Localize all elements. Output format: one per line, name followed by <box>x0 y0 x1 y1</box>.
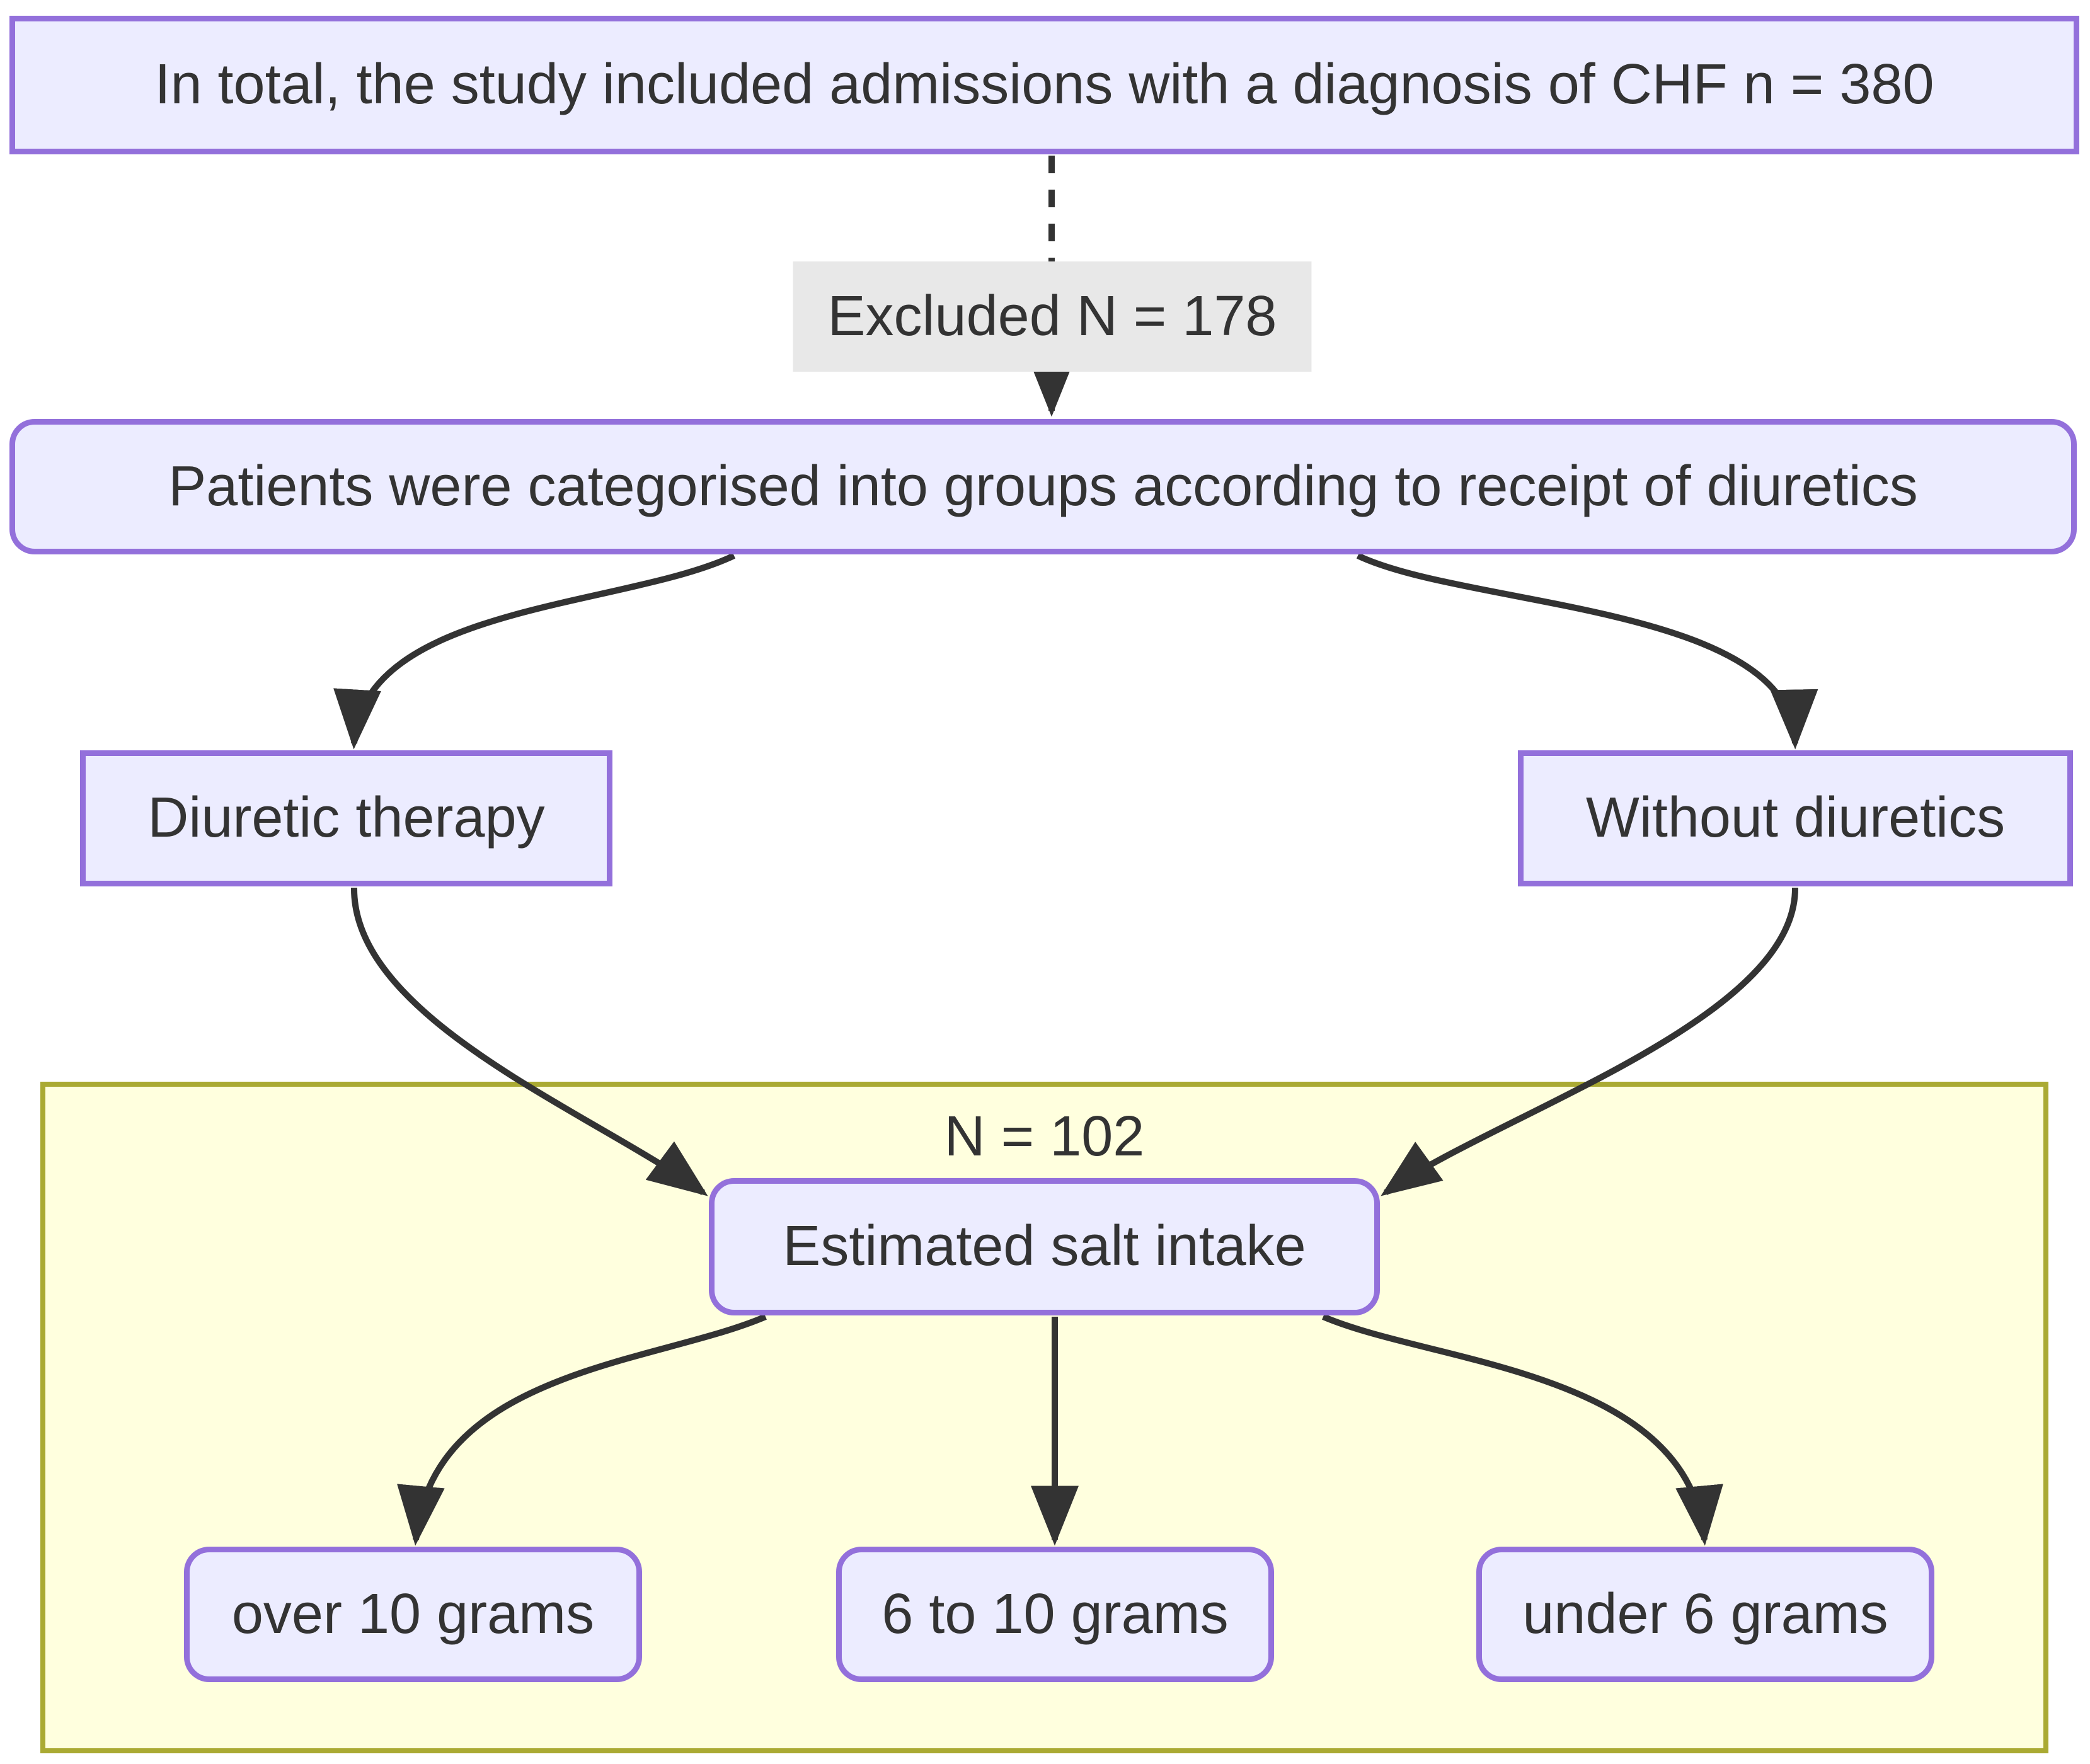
edge-without-salt <box>1381 887 1799 1196</box>
node-over-10-grams-label: over 10 grams <box>231 1582 595 1646</box>
edge-salt-over10 <box>397 1314 767 1546</box>
node-categorised-label: Patients were categorised into groups ac… <box>168 454 1918 518</box>
node-diuretic-therapy: Diuretic therapy <box>80 750 612 886</box>
node-under-6-grams: under 6 grams <box>1476 1547 1934 1682</box>
node-6-to-10-grams-label: 6 to 10 grams <box>881 1582 1229 1646</box>
edge-label-excluded: Excluded N = 178 <box>793 261 1312 372</box>
edge-diuretic-salt <box>350 887 708 1196</box>
node-total-admissions-label: In total, the study included admissions … <box>154 53 1934 117</box>
edge-salt-under6 <box>1322 1314 1723 1546</box>
node-over-10-grams: over 10 grams <box>184 1547 642 1682</box>
node-6-to-10-grams: 6 to 10 grams <box>836 1547 1274 1682</box>
node-estimated-salt-intake-label: Estimated salt intake <box>783 1215 1306 1278</box>
edge-categorised-without <box>1356 553 1818 750</box>
node-without-diuretics-label: Without diuretics <box>1585 786 2006 850</box>
cluster-label: N = 102 <box>944 1105 1145 1168</box>
node-total-admissions: In total, the study included admissions … <box>9 16 2079 154</box>
node-under-6-grams-label: under 6 grams <box>1522 1582 1888 1646</box>
edge-categorised-diuretic <box>333 553 736 750</box>
node-categorised: Patients were categorised into groups ac… <box>9 419 2077 554</box>
node-without-diuretics: Without diuretics <box>1518 750 2073 886</box>
node-diuretic-therapy-label: Diuretic therapy <box>147 786 545 850</box>
node-estimated-salt-intake: Estimated salt intake <box>709 1178 1380 1315</box>
